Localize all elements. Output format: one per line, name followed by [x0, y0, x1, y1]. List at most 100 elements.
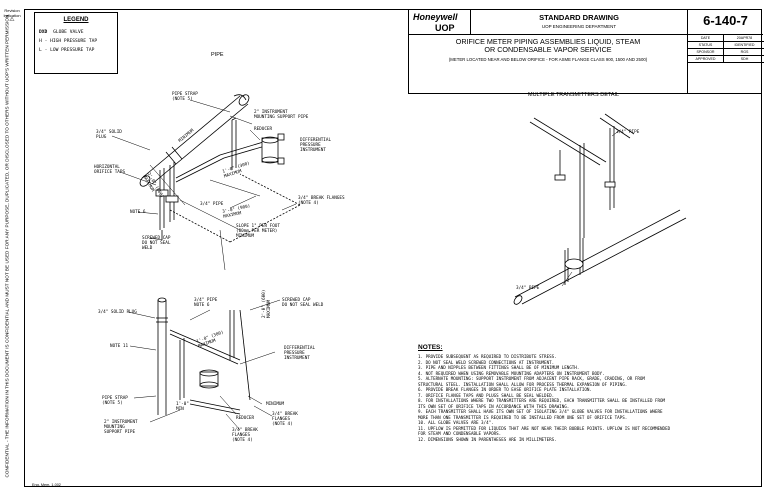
notes-section: NOTES: 1. PROVIDE SUBSEQUENT AS REQUIRED… [418, 344, 758, 442]
view-label-detail: MULTIPLE TRANSMITTERS DETAIL [528, 92, 620, 98]
callout-dp-instrument-bot: DIFFERENTIAL PRESSURE INSTRUMENT [284, 346, 316, 361]
legend-item-low-tap: L - LOW PRESSURE TAP [39, 48, 94, 53]
meta-key: SPONSOR [688, 49, 724, 56]
callout-pipe-34-bot: 3/4" PIPE NOTE 6 [194, 298, 218, 308]
dp-instrument-top [261, 133, 285, 165]
logo-uop: UOP [435, 23, 455, 33]
legend-text: - HIGH PRESSURE TAP [44, 39, 98, 44]
callout-dp-instrument-top: DIFFERENTIAL PRESSURE INSTRUMENT [300, 138, 332, 153]
callout-screwed-cap-bot: SCREWED CAP DO NOT SEAL WELD [282, 298, 324, 308]
revision-meta: DATE 20APR78 STATUS IDENTIFIED SPONSOR R… [687, 35, 764, 94]
meta-key: STATUS [688, 42, 724, 49]
meta-value: IDENTIFIED [734, 43, 755, 47]
legend-text: GLOBE VALVE [53, 30, 84, 35]
callout-pipe-strap-bot: PIPE STRAP (NOTE 5) [102, 396, 128, 406]
department: UOP ENGINEERING DEPARTMENT [541, 24, 617, 29]
legend-symbol: H [39, 39, 42, 44]
leader-lines-top [111, 99, 297, 241]
meta-row-date: DATE 20APR78 [688, 35, 764, 42]
callout-pipe-34-detail: 3/4" PIPE [516, 286, 540, 291]
main-pipe-top [139, 94, 250, 187]
drawing-title: ORIFICE METER PIPING ASSEMBLIES LIQUID, … [409, 38, 687, 54]
revision-label: Revision Indication [3, 8, 21, 18]
callout-note6: NOTE 6 [130, 210, 146, 215]
leader-lines-detail [561, 129, 621, 287]
callout-reducer-bot: REDUCER [236, 416, 255, 421]
revision-mark-icon: ⚠ [9, 17, 15, 23]
legend-item-globe-valve: DXD GLOBE VALVE [39, 30, 84, 35]
note-item: 12. DIMENSIONS SHOWN IN PARENTHESES ARE … [418, 436, 557, 442]
view-label-pipe: PIPE [211, 52, 224, 58]
callout-mounting-support-bot: 2" INSTRUMENT MOUNTING SUPPORT PIPE [104, 420, 138, 435]
note-item: STRUCTURAL STEEL. INSTALLATION SHALL ALL… [418, 381, 628, 387]
standard-title: STANDARD DRAWING [539, 13, 619, 22]
meta-key: DATE [688, 35, 724, 42]
tap-lines-top [155, 162, 179, 240]
note-item: 6. PROVIDE BREAK FLANGES IN ORDER TO EAS… [418, 387, 592, 392]
slope-box [169, 173, 301, 243]
company-logo: Honeywell UOP [409, 9, 471, 35]
title-block: Honeywell UOP STANDARD DRAWING UOP ENGIN… [408, 9, 764, 94]
drawing-subtitle: (METER LOCATED NEAR AND BELOW ORIFICE - … [448, 57, 648, 62]
note-item: 3. PIPE AND NIPPLES BETWEEN FITTINGS SHA… [418, 365, 580, 370]
callout-note11: NOTE 11 [110, 344, 129, 349]
note-item: 2. DO NOT SEAL WELD SCREWED CONNECTIONS … [418, 359, 555, 365]
drawing-number-box: 6-140-7 [687, 9, 763, 35]
note-item: 4. NOT REQUIRED WHEN USING REMOVABLE MOU… [418, 370, 605, 376]
callout-reducer-top: REDUCER [254, 127, 273, 132]
dimension-lines-top [149, 164, 261, 271]
dimension-2ft-bot: 2'-0" (600) MAXIMUM [262, 289, 272, 318]
detail-drawing [513, 113, 687, 305]
callout-minimum-bot: MINIMUM [266, 402, 285, 407]
leader-lines-bottom [127, 299, 281, 431]
revision-indication: Revision Indication ⚠ [2, 8, 22, 23]
callout-break-flanges-bot2: 3/4" BREAK FLANGES (NOTE 4) [232, 428, 258, 443]
callout-break-flanges-top: 3/4" BREAK FLANGES (NOTE 4) [298, 196, 345, 206]
callout-pipe-strap-top: PIPE STRAP (NOTE 5) [172, 92, 198, 102]
legend-text: - LOW PRESSURE TAP [44, 48, 95, 53]
note-item: 5. ALTERNATE MOUNTING: SUPPORT INSTRUMEN… [418, 376, 645, 381]
note-item: 7. ORIFICE FLANGE TAPS AND PLUGS SHALL B… [418, 392, 555, 398]
callout-pipe-34-right: 3/4" PIPE [616, 130, 640, 135]
meta-value: SDH [740, 57, 749, 61]
globe-valve-icon: DXD [39, 30, 48, 35]
legend-title: LEGEND [63, 17, 89, 23]
note-item: ITS OWN SET OF ORIFICE TAPS IN ACCORDANC… [418, 403, 570, 409]
callout-mounting-support-top: 2" INSTRUMENT MOUNTING SUPPORT PIPE [254, 110, 309, 120]
meta-key: APPROVED [688, 56, 724, 63]
meta-value: 20APR78 [736, 36, 753, 40]
callout-screwed-cap-top: SCREWED CAP DO NOT SEAL WELD [142, 236, 171, 251]
legend-symbol: L [39, 48, 42, 53]
drawing-sheet [24, 9, 762, 487]
note-item: 8. FOR INSTALLATIONS WHERE TWO TRANSMITT… [418, 398, 666, 403]
drawing-number: 6-140-7 [703, 13, 748, 28]
dimension-min-bot: 1'-0" MIN [176, 402, 189, 412]
callout-break-flanges-bot1: 3/4" BREAK FLANGES (NOTE 4) [272, 412, 298, 427]
note-item: 9. EACH TRANSMITTER SHALL HAVE ITS OWN S… [418, 409, 663, 414]
footer-reference: Eng. Mem. 1.002 [32, 483, 61, 487]
standard-drawing-header: STANDARD DRAWING UOP ENGINEERING DEPARTM… [471, 9, 687, 35]
legend-item-high-tap: H - HIGH PRESSURE TAP [39, 39, 97, 44]
note-item: 11. UPFLOW IS PERMITTED FOR LIQUIDS THAT… [418, 425, 671, 431]
bottom-drawing [156, 297, 251, 415]
title-line-1: ORIFICE METER PIPING ASSEMBLIES LIQUID, … [455, 37, 641, 46]
note-item: MORE THAN ONE TRANSMITTER IS REQUIRED TO… [418, 414, 628, 420]
notes-title: NOTES: [418, 344, 443, 351]
callout-solid-plug-top: 3/4" SOLID PLUG [96, 130, 122, 140]
meta-row-sponsor: SPONSOR RGS [688, 49, 764, 56]
legend-box: LEGEND DXD GLOBE VALVE H - HIGH PRESSURE… [34, 12, 118, 74]
meta-row-status: STATUS IDENTIFIED [688, 42, 764, 49]
callout-slope: SLOPE 1" PER FOOT (80mm PER METER) MINIM… [236, 224, 280, 239]
note-item: 10. ALL GLOBE VALVES ARE 3/4". [418, 420, 494, 425]
drawing-description: ORIFICE METER PIPING ASSEMBLIES LIQUID, … [409, 35, 687, 94]
callout-horizontal-taps: HORIZONTAL ORIFICE TAPS [94, 165, 126, 175]
title-line-2: OR CONDENSABLE VAPOR SERVICE [484, 45, 612, 54]
note-item: 1. PROVIDE SUBSEQUENT AS REQUIRED TO DIS… [418, 354, 557, 359]
meta-row-approved: APPROVED SDH [688, 56, 764, 63]
meta-value: RGS [740, 50, 749, 54]
callout-pipe-34-top: 3/4" PIPE [200, 202, 224, 207]
note-item: FOR STEAM AND CONDENSABLE VAPORS. [418, 431, 502, 436]
logo-honeywell: Honeywell [413, 12, 458, 22]
callout-solid-plug-bot: 3/4" SOLID PLUG [98, 310, 137, 315]
